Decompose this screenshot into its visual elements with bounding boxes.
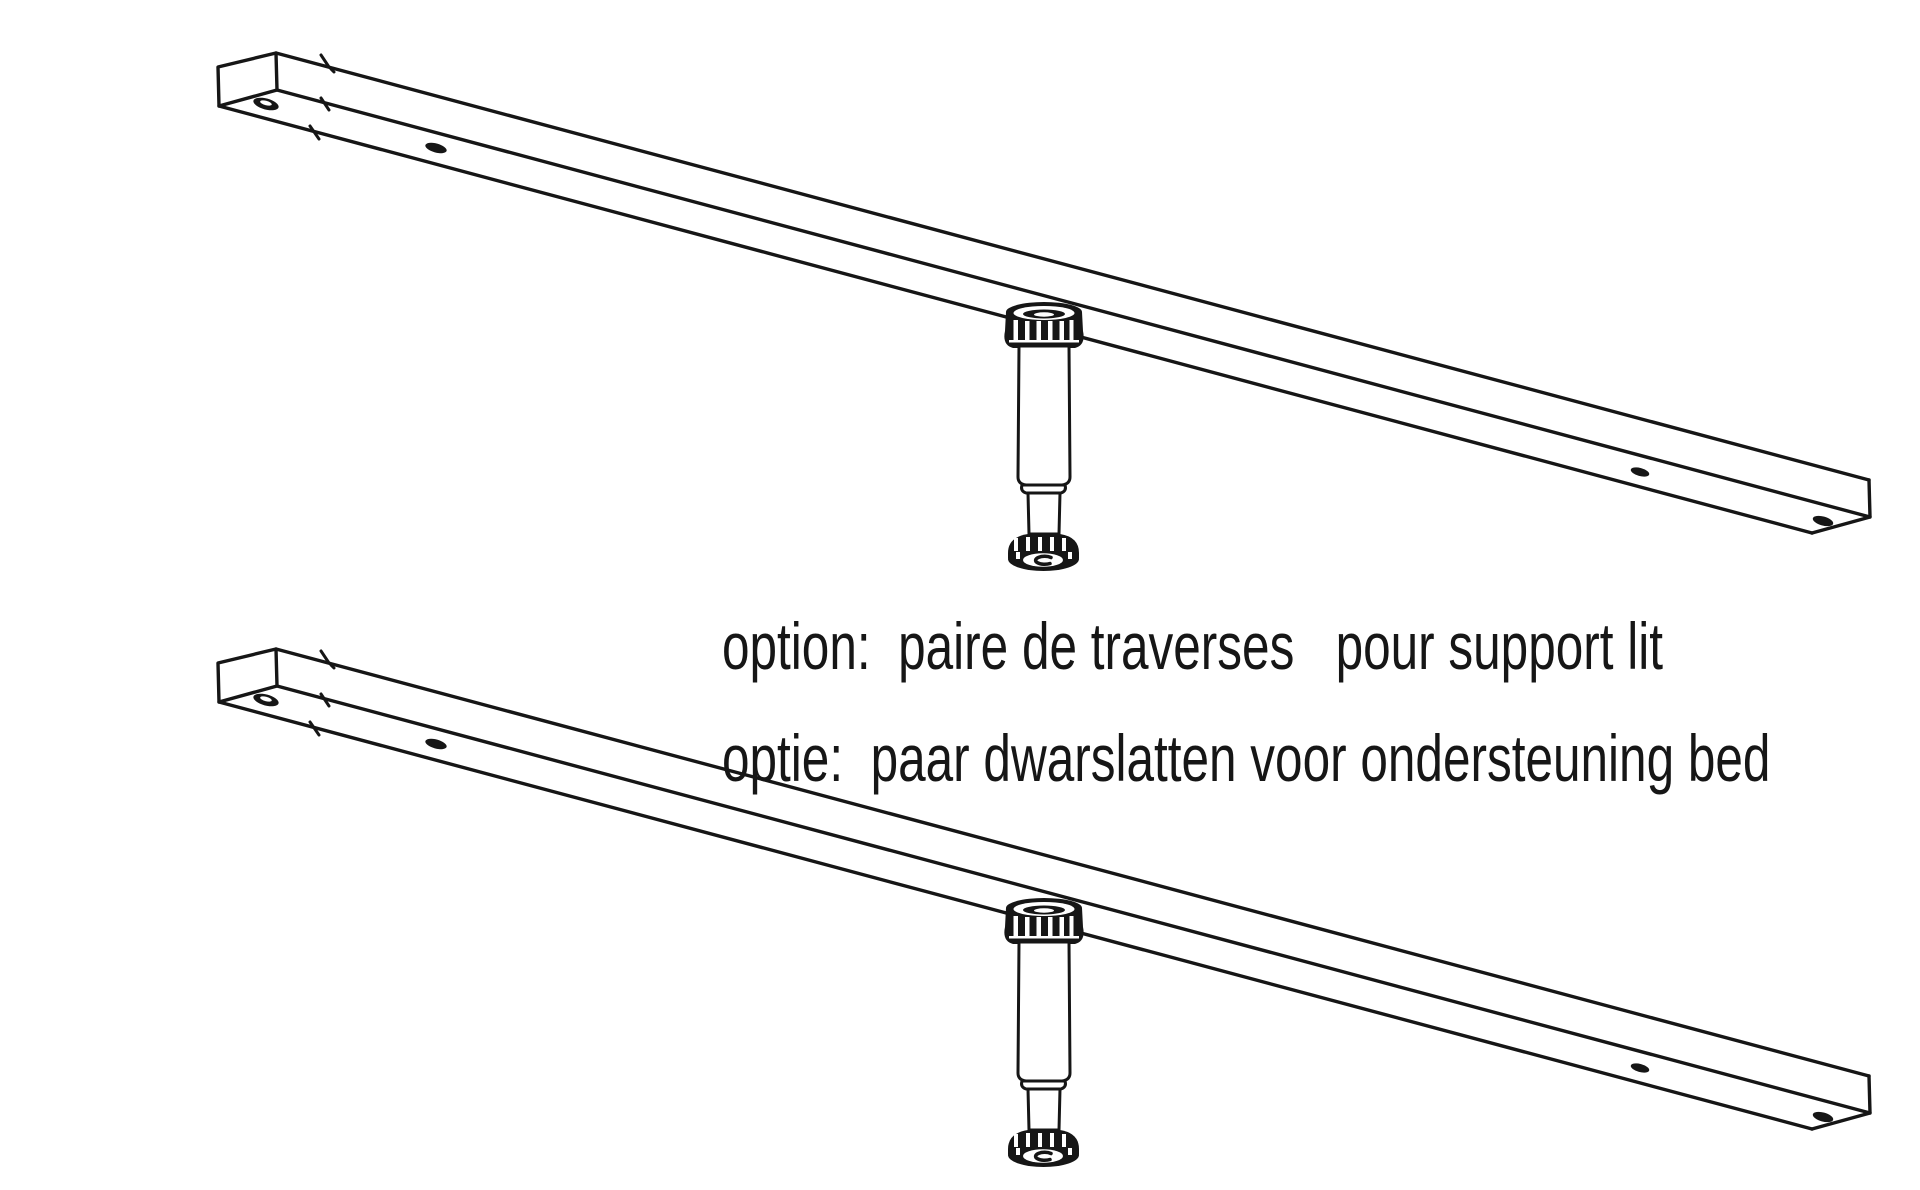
top-traverse-assembly <box>216 51 1872 573</box>
caption-line-dutch: optie: paar dwarslatten voor ondersteuni… <box>722 721 1771 795</box>
caption: option: paire de traverses pour support … <box>722 572 1770 832</box>
caption-line-french: option: paire de traverses pour support … <box>722 609 1664 683</box>
